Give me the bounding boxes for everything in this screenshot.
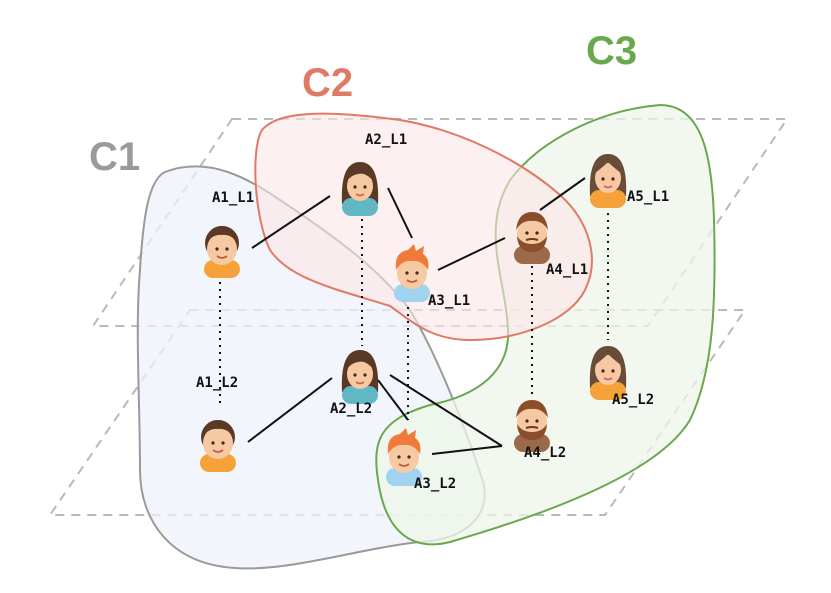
edge-a2l1-a3l1 — [387, 187, 413, 239]
node-label-a5-l2: A5_L2 — [612, 392, 654, 408]
edge-a1l1-a2l1 — [251, 195, 331, 249]
node-label-a3-l1: A3_L1 — [428, 293, 470, 309]
node-label-a4-l2: A4_L2 — [524, 445, 566, 461]
edge-a1l2-a2l2 — [247, 377, 333, 443]
node-label-a2-l1: A2_L1 — [365, 132, 407, 148]
edge-a3l1-a4l1 — [437, 237, 506, 271]
edge-a4l1-a5l1 — [539, 177, 586, 211]
community-c3-label: C3 — [586, 29, 637, 73]
edge-a2l2-a3l2 — [377, 379, 409, 421]
avatar-a5-l1-icon — [589, 153, 627, 209]
node-label-a5-l1: A5_L1 — [627, 189, 669, 205]
community-c2-label: C2 — [302, 61, 353, 105]
avatar-a1-l2-icon — [199, 419, 237, 473]
node-label-a1-l2: A1_L2 — [196, 375, 238, 391]
node-label-a2-l2: A2_L2 — [330, 401, 372, 417]
avatar-a2-l2-icon — [341, 349, 379, 405]
edge-a2l2-a4l2 — [389, 374, 503, 447]
avatar-a2-l1-icon — [341, 161, 379, 217]
node-label-a3-l2: A3_L2 — [414, 476, 456, 492]
node-label-a4-l1: A4_L1 — [546, 262, 588, 278]
community-c2-region — [254, 112, 593, 342]
community-c1-label: C1 — [89, 135, 140, 179]
node-label-a1-l1: A1_L1 — [212, 190, 254, 206]
avatar-a4-l1-icon — [513, 211, 551, 265]
edge-a3l2-a4l2 — [431, 445, 503, 455]
avatar-a1-l1-icon — [203, 225, 241, 279]
